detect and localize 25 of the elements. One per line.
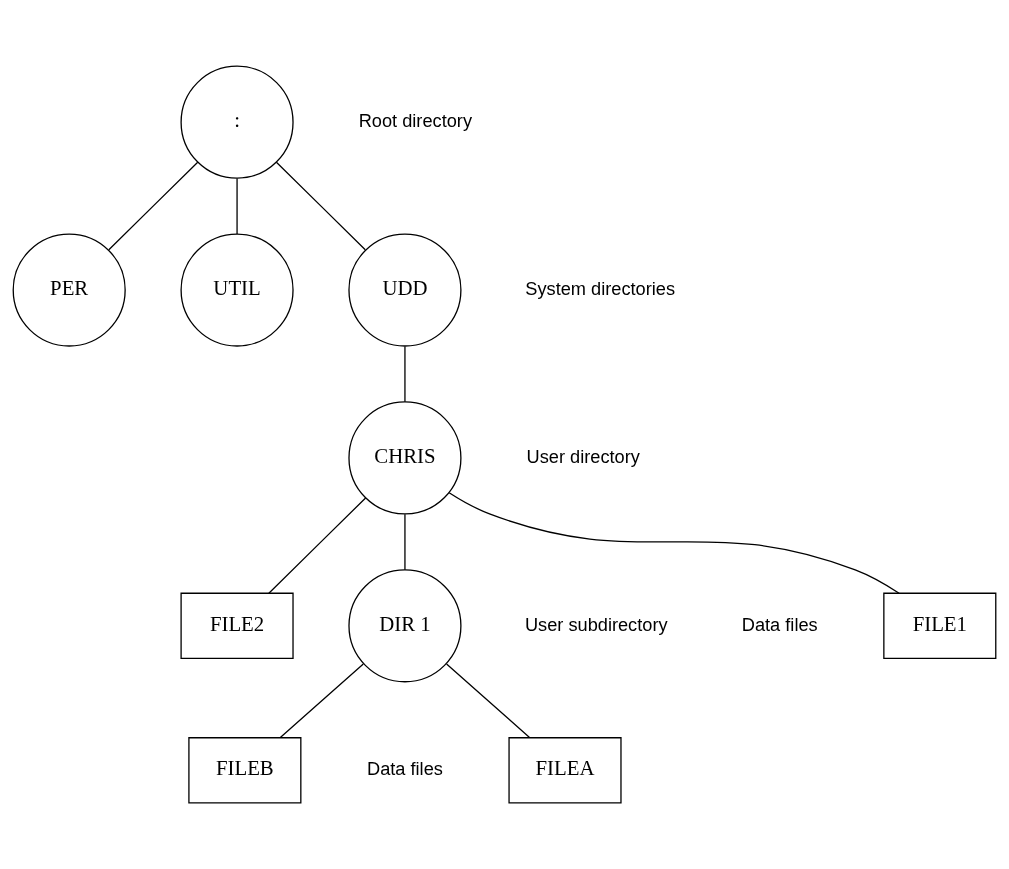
node-label: User subdirectory: [524, 614, 668, 635]
connector: [404, 345, 406, 403]
node-box: FILE2: [180, 592, 294, 659]
connector: [268, 497, 367, 594]
connector: [108, 161, 199, 251]
connector: [236, 177, 238, 235]
node-box: FILEB: [188, 737, 302, 804]
connector: [448, 492, 900, 594]
node-circle: CHRIS: [348, 401, 462, 515]
node-circle: DIR 1: [348, 569, 462, 683]
node-circle: UTIL: [180, 233, 294, 347]
node-circle: :: [180, 65, 294, 179]
connector: [275, 161, 366, 251]
node-circle: UDD: [348, 233, 462, 347]
node-box: FILE1: [883, 592, 997, 659]
connector: [404, 513, 406, 571]
node-box: FILEA: [508, 737, 622, 804]
connector: [279, 663, 364, 739]
connector: [445, 663, 531, 739]
label: System directories: [525, 278, 676, 299]
label: Data files: [367, 759, 443, 780]
node-label: User directory: [526, 446, 640, 467]
node-label: Root directory: [358, 110, 473, 131]
label: Data files: [741, 614, 818, 635]
node-circle: PER: [12, 233, 126, 347]
